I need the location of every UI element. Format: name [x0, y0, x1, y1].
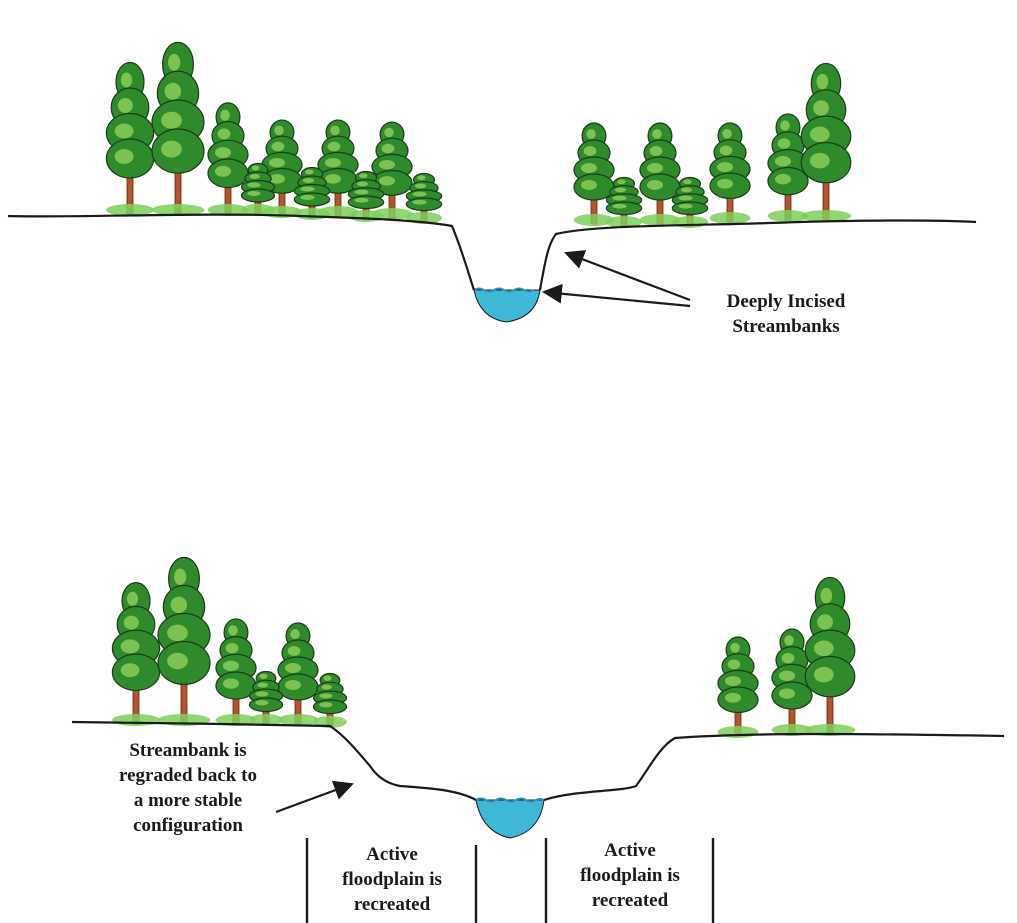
- tree-icon: [312, 672, 348, 728]
- regrade-arrow: [275, 780, 354, 814]
- tree-icon: [709, 122, 751, 224]
- right-floodplain-line1: Active: [604, 840, 656, 861]
- tree-icon: [111, 581, 161, 726]
- top-trees-left: [105, 41, 443, 224]
- top-arrow-upper: [564, 250, 691, 302]
- incised-label-line1: Deeply Incised: [726, 291, 846, 312]
- top-trees-right: [573, 62, 852, 228]
- tree-icon: [105, 61, 155, 216]
- right-floodplain-label: Active floodplain is recreated: [548, 838, 712, 913]
- tree-icon: [767, 113, 809, 222]
- regrade-label-line4: configuration: [133, 815, 243, 836]
- tree-icon: [771, 628, 813, 736]
- bottom-water: [475, 799, 545, 839]
- bottom-trees-left: [111, 556, 348, 728]
- right-floodplain-line2: floodplain is: [580, 865, 680, 886]
- tree-icon: [605, 176, 643, 228]
- regrade-label: Streambank is regraded back to a more st…: [98, 738, 278, 838]
- left-floodplain-line3: recreated: [353, 894, 431, 915]
- tree-icon: [717, 636, 759, 738]
- bottom-ground-profile: [71, 720, 1005, 802]
- tree-icon: [804, 576, 856, 736]
- tree-icon: [215, 618, 257, 726]
- incised-label-line2: Streambanks: [732, 316, 840, 337]
- left-floodplain-label: Active floodplain is recreated: [310, 842, 474, 917]
- regrade-label-line2: regraded back to: [119, 765, 257, 786]
- top-water: [473, 289, 541, 323]
- regrade-label-line3: a more stable: [133, 790, 243, 811]
- right-floodplain-line3: recreated: [591, 890, 669, 911]
- regrade-label-line1: Streambank is: [129, 740, 247, 761]
- tree-icon: [151, 41, 205, 216]
- tree-icon: [800, 62, 852, 222]
- tree-icon: [248, 670, 284, 726]
- left-floodplain-line2: floodplain is: [342, 869, 442, 890]
- tree-icon: [157, 556, 211, 726]
- top-water-surface: [473, 287, 535, 293]
- tree-icon: [240, 162, 276, 216]
- bottom-water-surface: [475, 797, 545, 803]
- tree-icon: [573, 122, 615, 226]
- top-ground-profile: [7, 213, 977, 291]
- top-arrow-lower: [542, 283, 691, 308]
- incised-streambanks-label: Deeply Incised Streambanks: [696, 289, 876, 339]
- tree-icon: [207, 102, 249, 216]
- bottom-trees-right: [717, 576, 856, 738]
- tree-icon: [277, 622, 319, 726]
- left-floodplain-line1: Active: [366, 844, 418, 865]
- tree-icon: [293, 166, 331, 220]
